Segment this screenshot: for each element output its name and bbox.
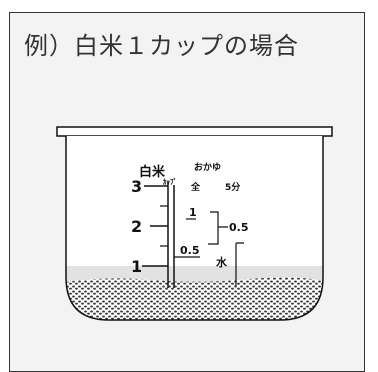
zen-header: 全 xyxy=(190,181,201,193)
gobu-header: 5分 xyxy=(225,181,240,193)
okayu-1-label: 1 xyxy=(189,206,197,219)
pot-rim xyxy=(56,126,333,137)
water-marker xyxy=(235,242,244,286)
rice-layer xyxy=(66,277,323,320)
mark-2-label: 2 xyxy=(131,217,142,236)
mark-3-label: 3 xyxy=(131,177,142,196)
rice-cooker-pot-diagram: 白米 ｶｯﾌﾟ おかゆ 全 5分 3 2 1 0.5 1 0.5 水 xyxy=(56,126,333,321)
white-rice-header: 白米 xyxy=(139,164,166,180)
five-bu-bracket xyxy=(208,211,228,245)
pot-outline xyxy=(65,136,324,321)
okayu-half-label: 0.5 xyxy=(229,221,249,234)
okayu-header: おかゆ xyxy=(194,162,221,173)
cup-header: ｶｯﾌﾟ xyxy=(163,177,177,186)
water-label: 水 xyxy=(216,255,228,269)
mark-1-label: 1 xyxy=(131,257,142,276)
white-rice-half-label: 0.5 xyxy=(180,244,200,257)
example-title: 例）白米１カップの場合 xyxy=(24,32,299,60)
